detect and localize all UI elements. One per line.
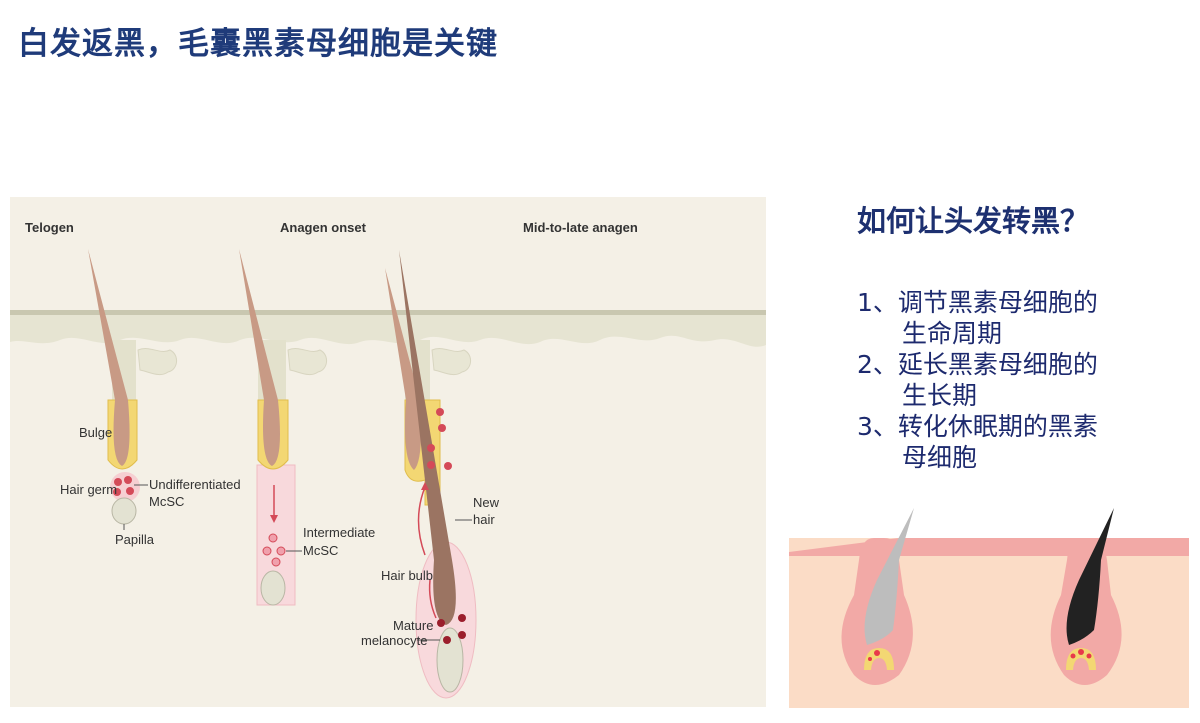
method-list: 1、调节黑素母细胞的 生命周期 2、延长黑素母细胞的 生长期 3、转化休眠期的黑… (857, 287, 1098, 473)
label-mcsc: McSC (149, 494, 184, 509)
label-intermediate: Intermediate (303, 525, 375, 540)
anagen-onset-follicle (239, 249, 327, 606)
label-new: New (473, 495, 500, 510)
right-heading: 如何让头发转黑？ (857, 204, 1090, 238)
label-hair: hair (473, 512, 495, 527)
label-bulge: Bulge (79, 425, 112, 440)
list-item-1-cont: 生命周期 (902, 319, 1003, 348)
page-title: 白发返黑，毛囊黑素母细胞是关键 (18, 26, 498, 62)
label-mcsc-2: McSC (303, 543, 338, 558)
label-mature: Mature (393, 618, 433, 633)
list-item-3-cont: 母细胞 (902, 443, 978, 472)
stage-label: Mid-to-late anagen (523, 220, 638, 235)
label-undifferentiated: Undifferentiated (149, 477, 241, 492)
label-hair-bulb: Hair bulb (381, 568, 433, 583)
list-item-1: 1、调节黑素母细胞的 (857, 288, 1098, 317)
label-papilla: Papilla (115, 532, 155, 547)
list-item-3: 3、转化休眠期的黑素 (857, 412, 1098, 441)
list-item-2: 2、延长黑素母细胞的 (857, 350, 1098, 379)
label-melanocyte: melanocyte (361, 633, 427, 648)
stage-label: Telogen (25, 220, 74, 235)
label-hair-germ: Hair germ (60, 482, 117, 497)
hair-follicle-cycle-diagram: Telogen Anagen onset Mid-to-late anagen … (10, 197, 766, 707)
gray-vs-black-hair-illustration (789, 508, 1189, 708)
telogen-follicle (88, 249, 177, 530)
list-item-2-cont: 生长期 (902, 381, 978, 410)
stage-label: Anagen onset (280, 220, 367, 235)
mid-late-anagen-follicle (385, 250, 477, 699)
